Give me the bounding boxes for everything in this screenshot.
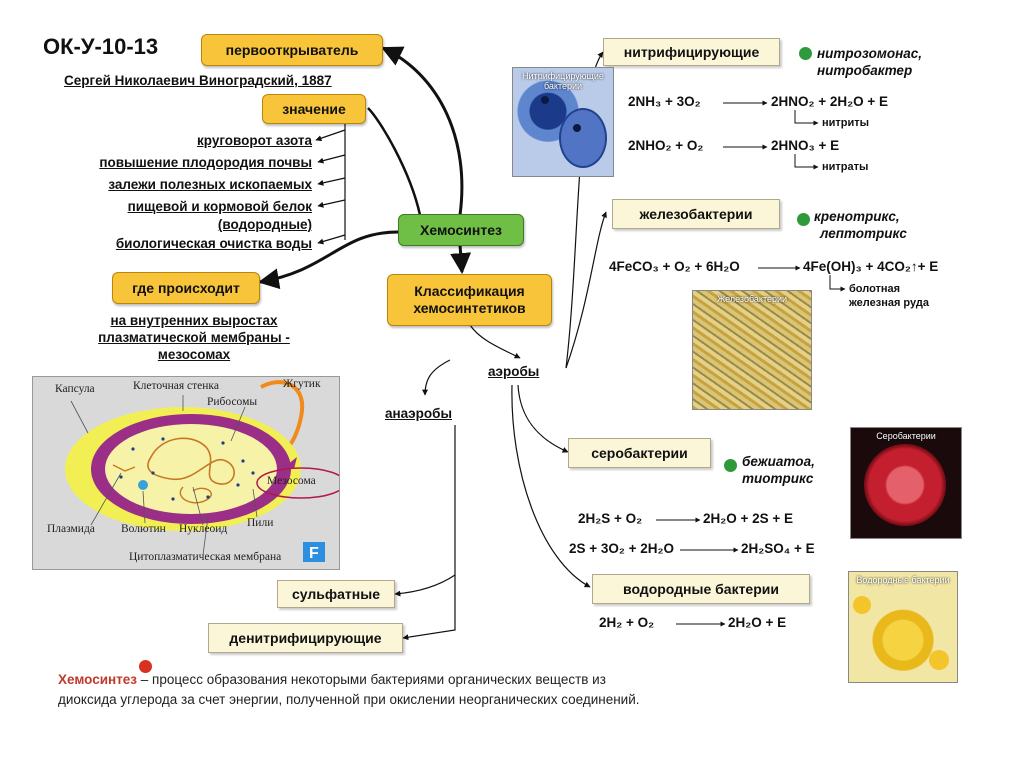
equation-left: 2S + 3O₂ + 2H₂O — [569, 541, 675, 556]
classification-box: Классификация хемосинтетиков — [387, 274, 552, 326]
green-dot-icon — [724, 459, 737, 472]
definition-term: Хемосинтез — [58, 672, 138, 687]
label-ribosomes: Рибосомы — [207, 396, 258, 408]
aerobes-label: аэробы — [488, 364, 540, 379]
photo-label: Нитрифицирующие бактерии — [522, 71, 604, 91]
equation-left: 2NHO₂ + O₂ — [628, 138, 704, 153]
classification-line: Классификация — [414, 283, 525, 299]
hydrogen-bacteria-box: водородные бактерии — [592, 574, 810, 604]
where-line: плазматической мембраны - — [98, 330, 290, 345]
nitrifying-box: нитрифицирующие — [603, 38, 780, 66]
equation-right: 2HNO₃ + E — [771, 138, 840, 153]
example-line: бежиатоа, — [742, 454, 815, 469]
equation-left: 2H₂ + O₂ — [599, 615, 655, 630]
denitrifying-box: денитрифицирующие — [208, 623, 403, 653]
significance-item: биологическая очистка воды — [115, 236, 312, 251]
discoverer-box: первооткрыватель — [201, 34, 383, 66]
label-pili: Пили — [247, 517, 274, 529]
example-line: нитробактер — [817, 63, 913, 78]
equation-note: болотная железная руда — [849, 282, 929, 310]
red-dot-icon — [139, 660, 152, 673]
equation-right: 2H₂SO₄ + E — [741, 541, 815, 556]
label-cell-wall: Клеточная стенка — [133, 380, 219, 392]
chemosynthesis-box: Хемосинтез — [398, 214, 524, 246]
example-line: тиотрикс — [742, 471, 814, 486]
significance-item: круговорот азота — [197, 133, 312, 148]
sulfur-bacteria-box: серобактерии — [568, 438, 711, 468]
example-line: кренотрикс, — [814, 209, 900, 224]
anaerobes-label: анаэробы — [385, 406, 452, 421]
discoverer-name: Сергей Николаевич Виноградский, 1887 — [64, 73, 332, 88]
photo-label: Железобактерии — [716, 294, 788, 304]
definition-text: Хемосинтез – процесс образования некотор… — [58, 670, 640, 710]
where-line: мезосомах — [157, 347, 231, 362]
definition-line: – процесс образования некоторыми бактери… — [137, 672, 606, 687]
significance-item: пищевой и кормовой белок — [127, 199, 312, 214]
photo-label: Серобактерии — [876, 431, 936, 441]
hydrogen-bacteria-photo: Водородные бактерии — [848, 571, 958, 683]
label-membrane: Цитоплазматическая мембрана — [129, 551, 282, 563]
example-line: лептотрикс — [820, 226, 907, 241]
where-box: где происходит — [112, 272, 260, 304]
label-nucleoid: Нуклеоид — [179, 523, 228, 535]
iron-examples: кренотрикс, лептотрикс — [814, 208, 907, 242]
photo-label: Водородные бактерии — [856, 575, 950, 585]
sulfur-examples: бежиатоа, тиотрикс — [742, 453, 815, 487]
equation-right: 2H₂O + 2S + E — [703, 511, 794, 526]
green-dot-icon — [799, 47, 812, 60]
iron-bacteria-photo: Железобактерии — [692, 290, 812, 410]
significance-item: повышение плодородия почвы — [99, 155, 312, 170]
where-line: на внутренних выростах — [110, 313, 278, 328]
label-volutin: Волютин — [121, 523, 166, 535]
iron-bacteria-box: железобактерии — [612, 199, 780, 229]
green-dot-icon — [797, 213, 810, 226]
label-plasmid: Плазмида — [47, 523, 95, 535]
definition-line: диоксида углерода за счет энергии, получ… — [58, 692, 640, 707]
classification-line: хемосинтетиков — [413, 300, 526, 316]
equation-left: 2H₂S + O₂ — [578, 511, 643, 526]
label-capsule: Капсула — [55, 383, 95, 395]
equation-right: 4Fe(OH)₃ + 4CO₂↑+ E — [803, 259, 939, 274]
equation-right: 2HNO₂ + 2H₂O + E — [771, 94, 889, 109]
page-code: ОК-У-10-13 — [43, 34, 159, 59]
sulfate-box: сульфатные — [277, 580, 395, 608]
equation-note: нитриты — [822, 117, 870, 129]
significance-item: залежи полезных ископаемых — [108, 177, 312, 192]
cell-drawing: F — [65, 380, 346, 562]
equation-left: 4FeCO₃ + O₂ + 6H₂O — [609, 259, 740, 274]
bacterial-cell-diagram: F Капсула Клеточная стенка Рибосомы Жгут… — [32, 376, 346, 570]
significance-box: значение — [262, 94, 366, 124]
equation-note: нитраты — [822, 161, 869, 173]
example-line: нитрозомонас, — [817, 46, 923, 61]
label-mesosome: Мезосома — [267, 475, 316, 487]
note-line: болотная — [849, 283, 901, 295]
equation-left: 2NH₃ + 3O₂ — [628, 94, 701, 109]
svg-text:F: F — [309, 545, 319, 562]
label-flagellum: Жгутик — [283, 378, 321, 390]
significance-item: (водородные) — [217, 217, 312, 232]
equation-right: 2H₂O + E — [728, 615, 787, 630]
nitrifying-bacteria-photo: Нитрифицирующие бактерии — [512, 67, 614, 177]
sulfur-bacteria-photo: Серобактерии — [850, 427, 962, 539]
note-line: железная руда — [849, 297, 929, 309]
nitrifying-examples: нитрозомонас, нитробактер — [817, 45, 922, 79]
